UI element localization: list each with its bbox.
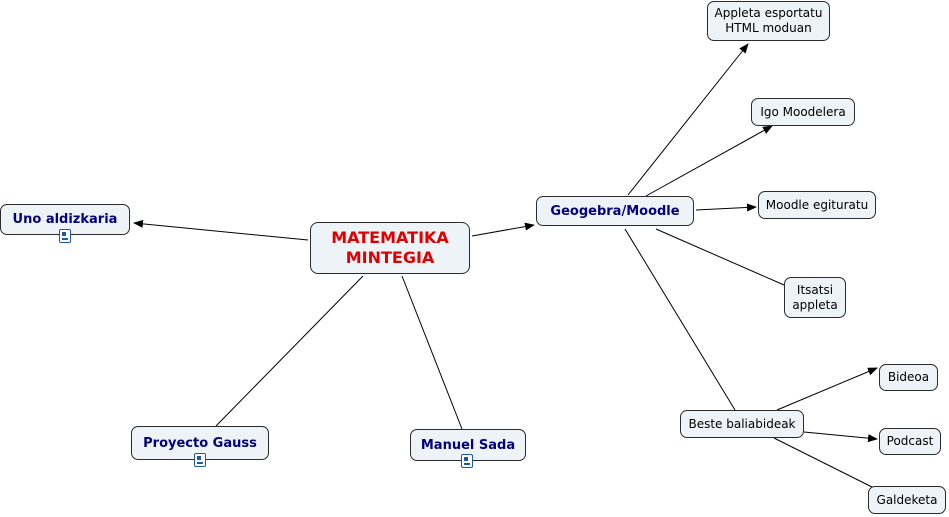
galdeketa-label: Galdeketa [876, 492, 938, 507]
link-geogebra-beste [624, 228, 736, 411]
link-geogebra-appleta [627, 43, 749, 196]
document-icon[interactable] [59, 229, 71, 243]
manuel-sada-node[interactable]: Manuel Sada [410, 429, 526, 461]
manuel-sada-label: Manuel Sada [420, 437, 516, 453]
link-beste-podcast [803, 431, 878, 443]
geogebra-moodle-node[interactable]: Geogebra/Moodle [536, 196, 694, 226]
igo-moodelera-node[interactable]: Igo Moodelera [751, 98, 855, 126]
podcast-node[interactable]: Podcast [879, 428, 941, 455]
link-geogebra-igo [645, 125, 773, 197]
central-topic-label: MATEMATIKA MINTEGIA [331, 228, 449, 267]
igo-moodelera-label: Igo Moodelera [760, 104, 846, 119]
link-geogebra-itsatsi [655, 228, 785, 286]
link-center-geogebra [471, 222, 535, 237]
link-center-gauss [215, 275, 364, 427]
central-topic-node[interactable]: MATEMATIKA MINTEGIA [310, 222, 470, 274]
itsatsi-appleta-label: Itsatsi appleta [792, 282, 838, 312]
proyecto-gauss-label: Proyecto Gauss [143, 435, 257, 451]
bideoa-label: Bideoa [887, 370, 930, 384]
link-beste-bideoa [776, 367, 878, 411]
appleta-esportatu-label: Appleta esportatu HTML moduan [714, 6, 823, 35]
podcast-label: Podcast [886, 434, 934, 448]
moodle-egituratu-label: Moodle egituratu [765, 197, 869, 212]
link-beste-galdeketa [773, 437, 873, 488]
link-geogebra-egituratu [695, 203, 757, 212]
moodle-egituratu-node[interactable]: Moodle egituratu [758, 191, 876, 219]
itsatsi-appleta-node[interactable]: Itsatsi appleta [784, 277, 846, 318]
geogebra-moodle-label: Geogebra/Moodle [550, 203, 680, 219]
link-center-sada [401, 275, 463, 430]
beste-baliabideak-node[interactable]: Beste baliabideak [680, 410, 804, 438]
bideoa-node[interactable]: Bideoa [879, 364, 938, 391]
uno-aldizkaria-label: Uno aldizkaria [12, 212, 118, 227]
document-icon[interactable] [194, 453, 206, 467]
beste-baliabideak-label: Beste baliabideak [688, 416, 796, 431]
document-icon[interactable] [461, 454, 473, 468]
link-center-uno [133, 219, 309, 241]
galdeketa-node[interactable]: Galdeketa [868, 486, 946, 514]
appleta-esportatu-node[interactable]: Appleta esportatu HTML moduan [707, 1, 830, 41]
